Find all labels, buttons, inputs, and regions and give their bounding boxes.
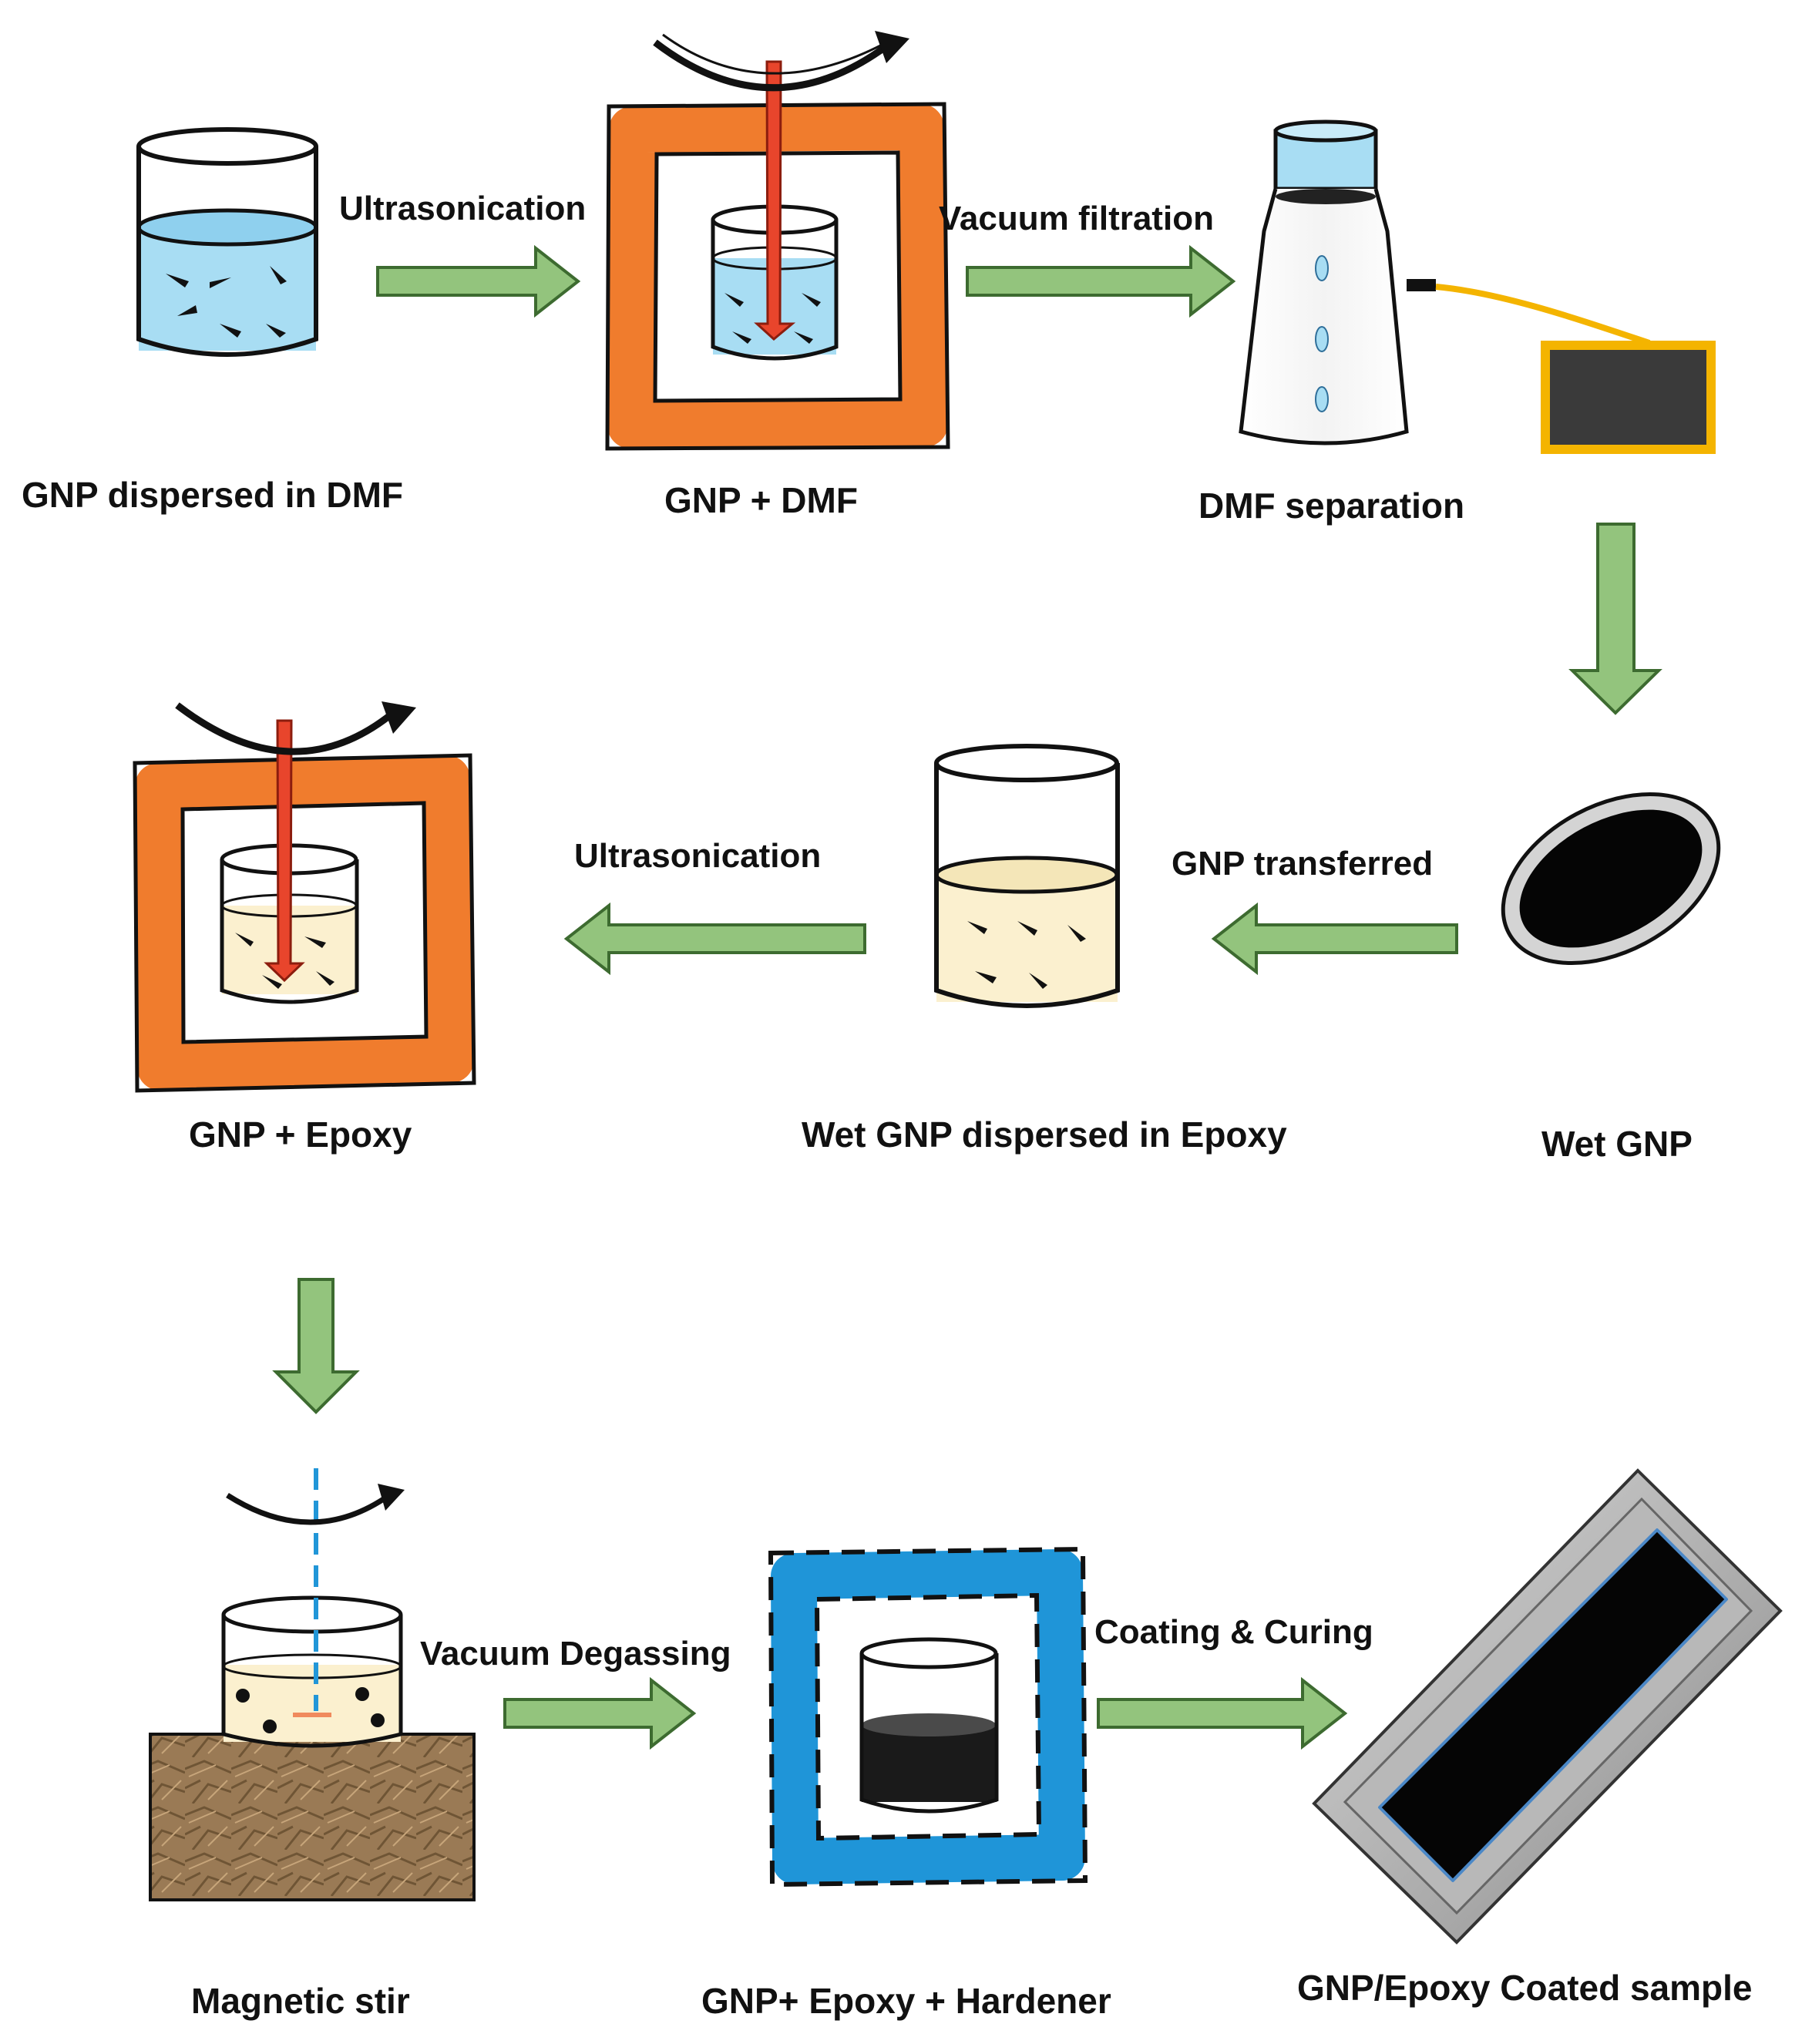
arrow-down-right <box>1568 523 1662 715</box>
coated-sample-tray-icon <box>1312 1468 1783 1945</box>
label-wet-gnp-epoxy: Wet GNP dispersed in Epoxy <box>802 1114 1287 1155</box>
vacuum-pump-icon <box>1407 279 1716 454</box>
label-vacuum-degassing: Vacuum Degassing <box>420 1635 731 1673</box>
label-gnp-dmf: GNP + DMF <box>664 480 858 520</box>
sonicator-2-icon <box>133 701 476 1093</box>
arrow-ultrasonication-1 <box>376 244 581 318</box>
wet-gnp-dish-icon <box>1501 792 1721 966</box>
label-magnetic-stir: Magnetic stir <box>191 1981 410 2021</box>
label-gnp-epoxy: GNP + Epoxy <box>189 1114 412 1155</box>
sonicator-1-icon <box>605 31 950 451</box>
arrow-vacuum-filtration <box>966 244 1236 318</box>
arrow-vacuum-degassing <box>503 1676 697 1750</box>
label-coating-curing: Coating & Curing <box>1094 1613 1373 1651</box>
degassing-chamber-icon <box>768 1546 1088 1888</box>
label-ultrasonication-2: Ultrasonication <box>574 837 821 875</box>
label-gnp-dmf-dispersed: GNP dispersed in DMF <box>22 475 403 515</box>
magnetic-stirrer-icon <box>149 1468 476 1901</box>
label-wet-gnp: Wet GNP <box>1541 1124 1693 1164</box>
label-gnp-epoxy-hardener: GNP+ Epoxy + Hardener <box>701 1981 1111 2021</box>
arrow-ultrasonication-2 <box>563 902 866 976</box>
label-dmf-separation: DMF separation <box>1198 486 1464 526</box>
arrow-down-left <box>272 1278 360 1414</box>
label-vacuum-filtration: Vacuum filtration <box>939 200 1214 237</box>
vacuum-flask-icon <box>1239 119 1409 445</box>
arrow-gnp-transferred <box>1211 902 1458 976</box>
label-coated-sample: GNP/Epoxy Coated sample <box>1297 1968 1753 2008</box>
label-gnp-transferred: GNP transferred <box>1172 845 1433 882</box>
epoxy-beaker-icon <box>934 744 1120 1008</box>
label-ultrasonication-1: Ultrasonication <box>339 190 586 227</box>
arrow-coating-curing <box>1097 1676 1348 1750</box>
dmf-beaker-icon <box>136 127 318 357</box>
